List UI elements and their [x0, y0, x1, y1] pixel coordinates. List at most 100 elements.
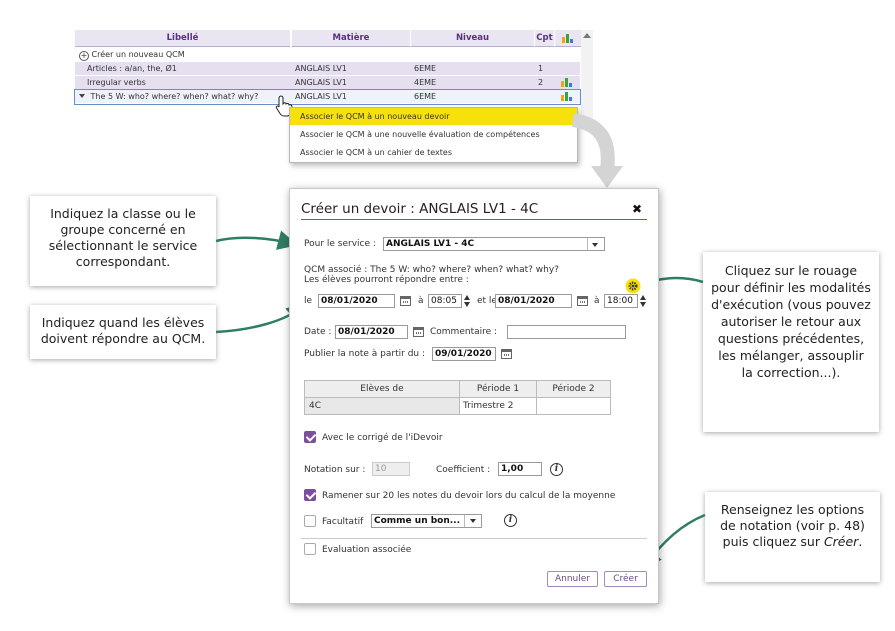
calendar-icon[interactable] [413, 327, 424, 337]
publish-date-input[interactable]: 09/01/2020 [432, 347, 496, 361]
time-spinner-icon[interactable] [464, 295, 471, 307]
a-label: à [594, 296, 600, 306]
menu-item-cahier-textes[interactable]: Associer le QCM à un cahier de textes [300, 148, 452, 157]
service-select-value: ANGLAIS LV1 - 4C [386, 239, 475, 249]
cell-libelle: Articles : a/an, the, Ø1 [87, 64, 177, 73]
cell-niveau: 4EME [414, 78, 437, 87]
corrige-label: Avec le corrigé de l'iDevoir [322, 433, 443, 443]
menu-item-new-devoir[interactable]: Associer le QCM à un nouveau devoir [290, 108, 577, 125]
section-divider [301, 538, 647, 539]
callout-notation-text: Renseignez les options de notation (voir… [720, 502, 865, 549]
cell-matiere: ANGLAIS LV1 [295, 64, 347, 73]
start-date-input[interactable]: 08/01/2020 [318, 294, 395, 308]
cell-niveau: 6EME [414, 64, 437, 73]
grid-divider [305, 397, 610, 398]
qcm-associe-text: QCM associé : The 5 W: who? where? when?… [304, 265, 559, 275]
grid-cell-periode1[interactable]: Trimestre 2 [463, 401, 514, 411]
table-row[interactable]: Articles : a/an, the, Ø1 ANGLAIS LV1 6EM… [75, 62, 580, 76]
facultatif-checkbox[interactable] [304, 515, 316, 527]
corrige-checkbox[interactable] [304, 431, 316, 443]
date-label: Date : [304, 327, 332, 337]
callout-dates-text: Indiquez quand les élèves doivent répond… [40, 315, 206, 346]
cell-matiere: ANGLAIS LV1 [295, 78, 347, 87]
info-icon[interactable]: i [504, 514, 517, 527]
grid-header-periode2: Période 2 [552, 384, 595, 394]
callout-rouage: Cliquez sur le rouage pour définir les m… [703, 252, 879, 432]
table-scrollbar[interactable] [581, 30, 593, 118]
cell-cpt: 2 [538, 78, 544, 87]
calendar-icon[interactable] [501, 349, 512, 359]
et-le-label: et le [477, 296, 497, 306]
create-qcm-row[interactable]: + Créer un nouveau QCM [75, 48, 580, 62]
end-time-input[interactable]: 18:00 [604, 294, 638, 308]
context-menu: Associer le QCM à un nouveau devoir Asso… [289, 107, 578, 163]
calendar-icon[interactable] [400, 296, 411, 306]
create-devoir-dialog: Créer un devoir : ANGLAIS LV1 - 4C ✖ Pou… [289, 188, 659, 604]
cell-libelle: The 5 W: who? where? when? what? why? [90, 92, 259, 101]
grid-divider [459, 381, 460, 414]
grid-header-periode1: Période 1 [476, 384, 520, 394]
grid-header-bg [305, 381, 610, 397]
grid-header-eleves: Elèves de [360, 384, 404, 394]
cell-niveau: 6EME [414, 92, 437, 101]
qcm-table: Libellé Matière Niveau Cpt + Créer un no… [74, 30, 593, 118]
facultatif-label: Facultatif [322, 517, 364, 527]
end-date-input[interactable]: 08/01/2020 [495, 294, 572, 308]
table-row[interactable]: Irregular verbs ANGLAIS LV1 4EME 2 [75, 76, 580, 90]
info-icon[interactable]: i [550, 463, 563, 476]
dialog-title: Créer un devoir : ANGLAIS LV1 - 4C [301, 201, 539, 217]
callout-rouage-text: Cliquez sur le rouage pour définir les m… [711, 263, 871, 380]
col-header-matiere[interactable]: Matière [291, 30, 410, 47]
menu-item-new-evaluation[interactable]: Associer le QCM à une nouvelle évaluatio… [300, 130, 540, 139]
expand-triangle-icon[interactable] [79, 94, 85, 98]
grid-cell-classe[interactable]: 4C [309, 401, 322, 411]
scroll-up-arrow-icon[interactable] [583, 33, 591, 38]
evaluation-checkbox[interactable] [304, 543, 316, 555]
time-spinner-icon[interactable] [640, 295, 647, 307]
a-label: à [418, 296, 424, 306]
create-qcm-label: Créer un nouveau QCM [91, 50, 185, 59]
creer-button[interactable]: Créer [604, 571, 647, 587]
grid-divider [536, 381, 537, 414]
col-header-niveau[interactable]: Niveau [410, 30, 534, 47]
cell-libelle: Irregular verbs [87, 78, 146, 87]
callout-service: Indiquez la classe ou le groupe concerné… [30, 196, 216, 286]
calendar-icon[interactable] [577, 296, 588, 306]
callout-notation: Renseignez les options de notation (voir… [705, 492, 880, 582]
col-header-libelle[interactable]: Libellé [75, 30, 290, 47]
notation-input[interactable]: 10 [372, 462, 410, 476]
date-input[interactable]: 08/01/2020 [335, 325, 408, 339]
start-time-input[interactable]: 08:05 [428, 294, 462, 308]
coefficient-input[interactable]: 1,00 [498, 462, 542, 476]
col-header-cpt[interactable]: Cpt [534, 30, 554, 47]
le-label: le [304, 296, 313, 306]
flow-arrow-icon [571, 113, 623, 188]
callout-dates: Indiquez quand les élèves doivent répond… [30, 305, 216, 359]
table-row-selected[interactable]: The 5 W: who? where? when? what? why? AN… [74, 89, 581, 105]
cell-cpt: 1 [538, 64, 544, 73]
callout-notation-em: Créer [823, 534, 859, 549]
facultatif-select[interactable]: Comme un bon... [371, 514, 482, 528]
results-chart-icon[interactable] [561, 91, 572, 101]
bar-chart-icon [562, 33, 573, 43]
ramener-checkbox[interactable] [304, 489, 316, 501]
students-window-text: Les élèves pourront répondre entre : [304, 275, 469, 285]
commentaire-label: Commentaire : [430, 327, 498, 337]
close-icon[interactable]: ✖ [632, 202, 643, 216]
chevron-down-icon[interactable] [470, 519, 476, 523]
ramener-label: Ramener sur 20 les notes du devoir lors … [322, 491, 616, 501]
students-grid: Elèves de Période 1 Période 2 4C Trimest… [304, 380, 611, 415]
annuler-button[interactable]: Annuler [547, 571, 598, 587]
chevron-down-icon[interactable] [592, 243, 598, 247]
facultatif-select-value: Comme un bon... [374, 516, 461, 526]
cell-matiere: ANGLAIS LV1 [295, 92, 347, 101]
gear-icon[interactable] [625, 278, 641, 294]
callout-notation-suffix: . [858, 534, 863, 549]
publish-label: Publier la note à partir du : [304, 349, 426, 359]
evaluation-label: Evaluation associée [322, 545, 412, 555]
coefficient-label: Coefficient : [436, 465, 491, 475]
results-chart-icon[interactable] [561, 77, 572, 87]
select-separator [587, 238, 588, 250]
service-select[interactable]: ANGLAIS LV1 - 4C [383, 237, 605, 251]
commentaire-input[interactable] [507, 325, 626, 339]
